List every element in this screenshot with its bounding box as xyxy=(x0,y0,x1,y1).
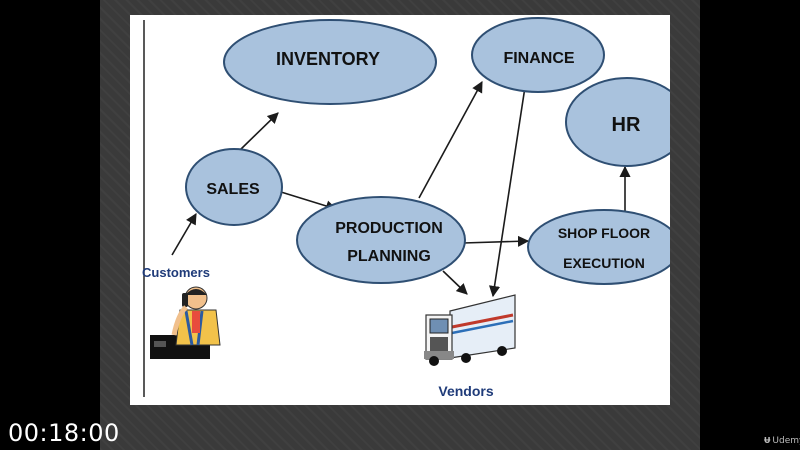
slide-canvas: INVENTORY FINANCE HR SALES PRODUCTION PL… xyxy=(130,15,670,405)
video-timestamp: 00:18:00 xyxy=(8,419,120,447)
shop-floor-label-line1: SHOP FLOOR xyxy=(558,225,650,241)
udemy-watermark: ᵾUdemy xyxy=(764,433,800,446)
arrow-production-to-vendors xyxy=(442,270,468,295)
finance-label: FINANCE xyxy=(503,50,574,67)
arrow-production-to-finance xyxy=(418,81,483,199)
customers-label: Customers xyxy=(142,265,210,280)
production-label-line1: PRODUCTION xyxy=(335,220,443,237)
arrow-finance-to-vendors xyxy=(488,86,526,298)
udemy-label: Udemy xyxy=(772,436,800,446)
sales-label: SALES xyxy=(206,181,260,198)
erp-diagram: INVENTORY FINANCE HR SALES PRODUCTION PL… xyxy=(142,17,670,399)
production-label-line2: PLANNING xyxy=(347,248,431,265)
shop-floor-label-line2: EXECUTION xyxy=(563,255,645,271)
hr-label: HR xyxy=(612,114,641,136)
arrow-customers-to-sales xyxy=(171,213,197,256)
hr-node xyxy=(565,77,670,167)
customer-clipart-icon xyxy=(150,286,221,359)
arrow-production-to-shopfloor xyxy=(462,235,530,247)
truck-clipart-icon xyxy=(424,294,516,366)
arrow-sales-to-inventory xyxy=(239,112,279,151)
inventory-label: INVENTORY xyxy=(276,49,380,69)
sales-node xyxy=(185,148,283,226)
udemy-logo-icon: ᵾ xyxy=(764,433,771,446)
production-planning-node xyxy=(296,196,466,284)
vendors-label: Vendors xyxy=(438,383,493,399)
finance-node xyxy=(471,17,605,93)
shop-floor-execution-node xyxy=(527,209,670,285)
inventory-node xyxy=(223,19,437,105)
